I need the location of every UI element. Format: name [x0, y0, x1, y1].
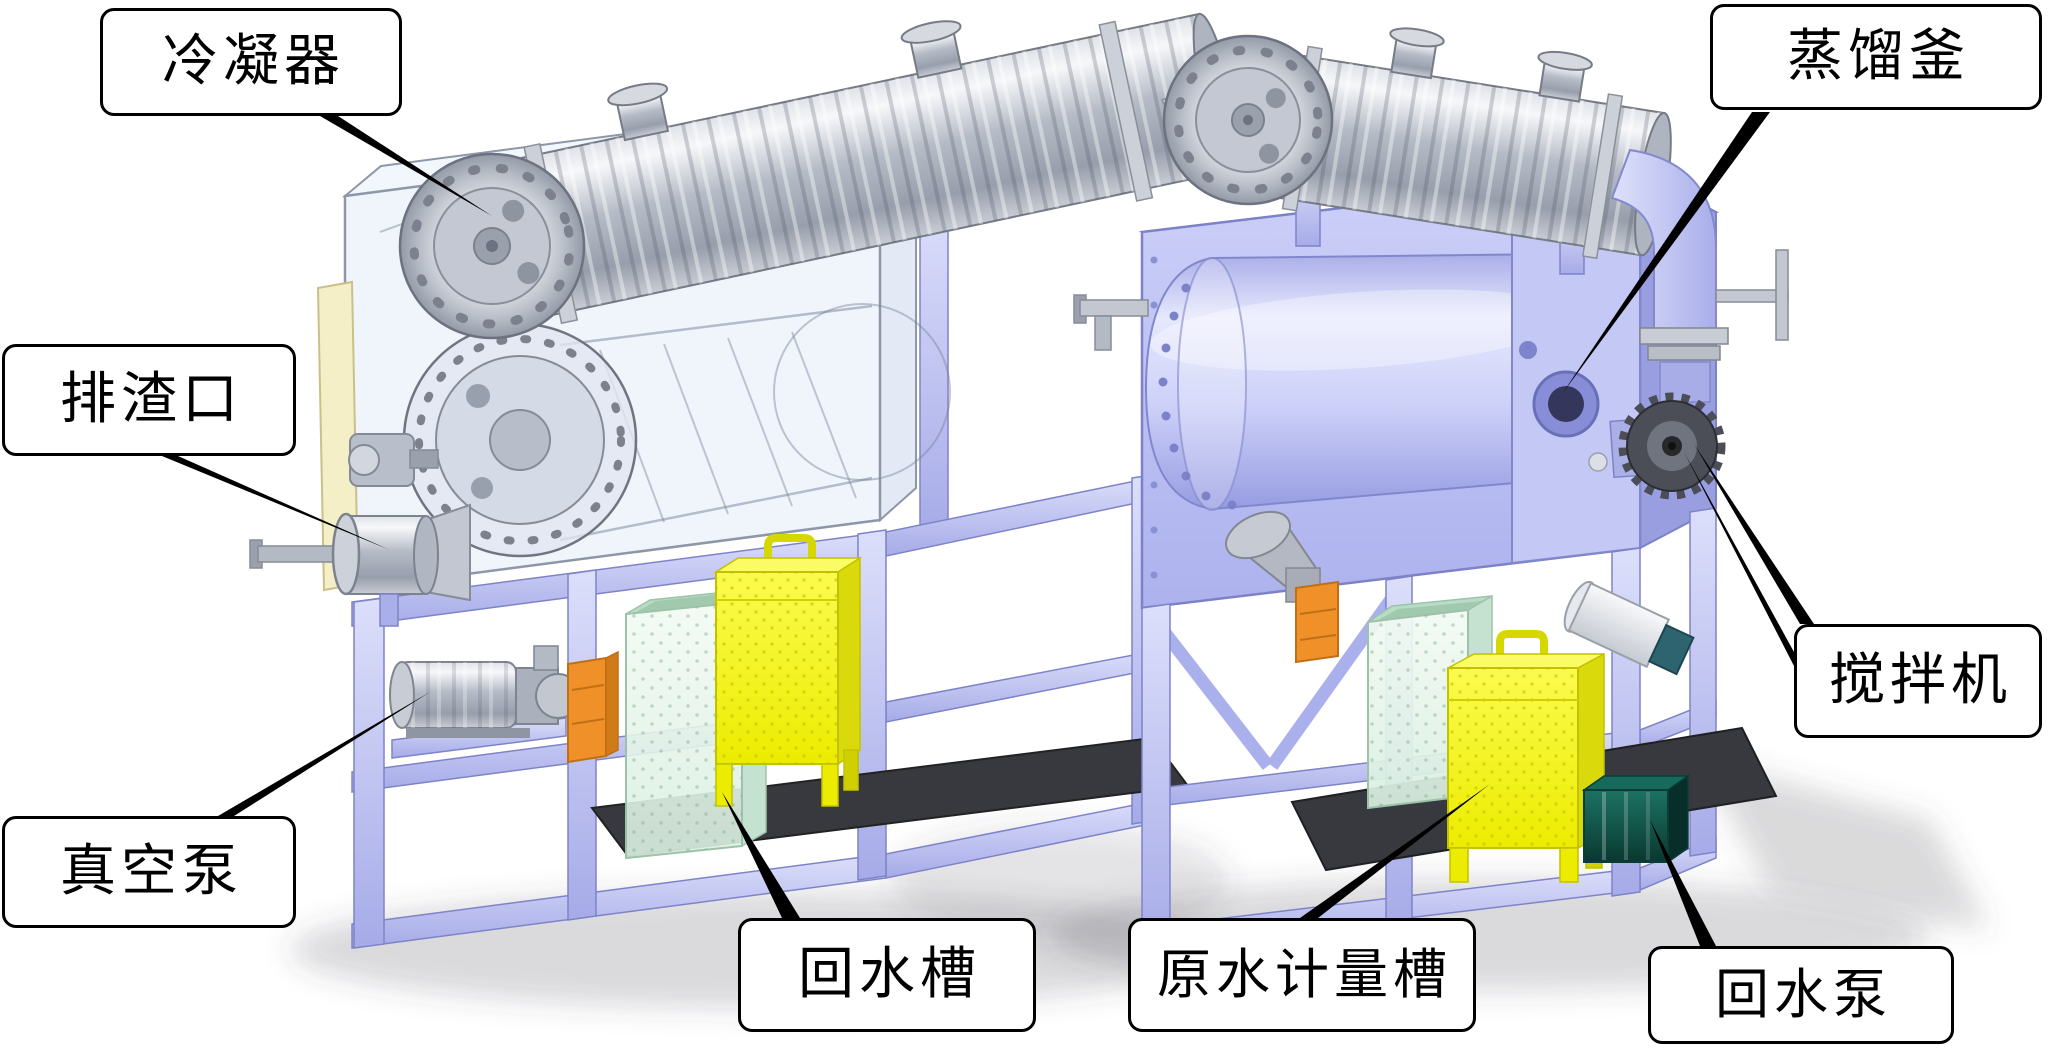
- condenser-nozzles: [1389, 27, 1593, 103]
- condenser-nozzles: [607, 20, 963, 142]
- callout-return-water-tank: 回水槽: [738, 918, 1036, 1032]
- left-rear-post: [919, 199, 949, 537]
- left-slag-discharge-port: [249, 503, 471, 627]
- right-condenser: [1162, 27, 1672, 260]
- left-condenser: [398, 12, 1273, 340]
- left-vacuum-pump: [389, 645, 581, 738]
- right-machine: [1073, 27, 1789, 953]
- leader-condenser: [320, 116, 492, 216]
- left-return-water-tank: [625, 586, 767, 860]
- leader-raw-water-metering-tank: [1300, 784, 1490, 918]
- leader-agitator-1: [1684, 452, 1794, 666]
- left-yellow-tank: [713, 534, 863, 807]
- callout-raw-water-metering-tank: 原水计量槽: [1128, 918, 1476, 1032]
- left-bracket-stub: [1073, 294, 1149, 351]
- left-drum: [348, 303, 951, 558]
- right-agitator-gear: [1588, 392, 1726, 500]
- right-heat-exchanger: [1295, 580, 1339, 664]
- leader-return-water-tank: [722, 792, 800, 918]
- callout-condenser: 冷凝器: [100, 8, 402, 116]
- leader-slag-discharge-port: [162, 456, 390, 550]
- callout-slag-discharge-port: 排渣口: [2, 344, 296, 456]
- right-vapour-elbow: [1610, 148, 1789, 403]
- leader-distillation-kettle: [1562, 112, 1770, 394]
- leader-agitator-2: [1694, 444, 1814, 624]
- drum-drive-motor: [348, 433, 439, 487]
- callout-agitator: 搅拌机: [1794, 624, 2042, 738]
- left-machine: [249, 12, 1275, 949]
- callout-return-water-pump: 回水泵: [1648, 946, 1954, 1044]
- right-white-pump: [1563, 580, 1695, 676]
- leader-vacuum-pump: [218, 692, 430, 816]
- callout-distillation-kettle: 蒸馏釜: [1710, 4, 2042, 110]
- right-return-water-pump: [1581, 774, 1691, 864]
- leader-lines: [162, 112, 1814, 946]
- right-raw-water-tank: [1447, 630, 1605, 883]
- leader-return-water-pump: [1650, 820, 1716, 946]
- left-heat-exchanger: [567, 650, 619, 764]
- callout-vacuum-pump: 真空泵: [2, 816, 296, 928]
